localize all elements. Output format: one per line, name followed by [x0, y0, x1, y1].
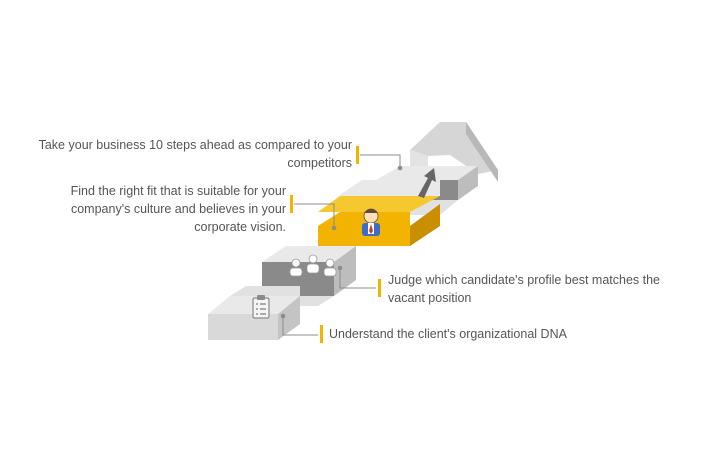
accent-bar-4 — [320, 325, 323, 343]
people-icon — [289, 254, 337, 277]
accent-bar-1 — [356, 146, 359, 164]
accent-bar-3 — [378, 279, 381, 297]
arrow-up-icon — [418, 168, 436, 198]
connector-1 — [360, 154, 403, 171]
connector-3 — [337, 265, 376, 289]
accent-bar-2 — [290, 195, 293, 213]
person-icon — [362, 208, 380, 236]
clipboard-icon — [252, 295, 270, 319]
connector-2 — [294, 203, 337, 231]
step-1-text: Understand the client's organizational D… — [329, 327, 567, 341]
step-3-text: Find the right fit that is suitable for … — [70, 184, 286, 234]
step-4-text: Take your business 10 steps ahead as com… — [38, 138, 352, 170]
step-3 — [318, 180, 440, 246]
step-2-text: Judge which candidate's profile best mat… — [388, 273, 660, 305]
connector-4 — [280, 313, 318, 336]
